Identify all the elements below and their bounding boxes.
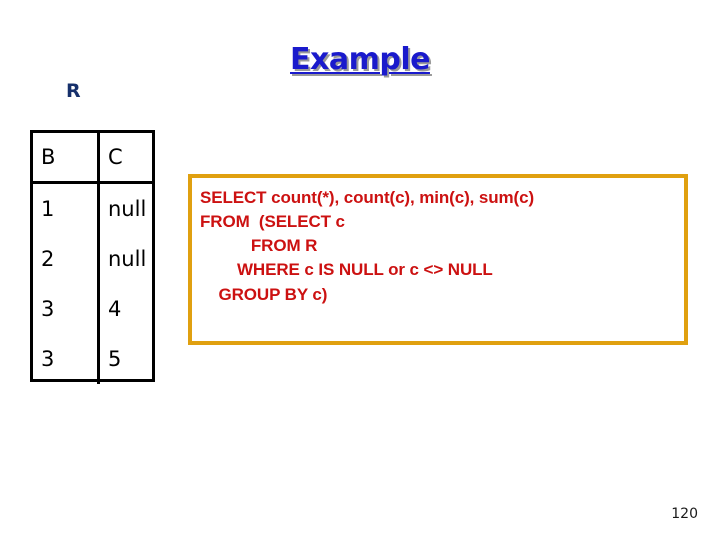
sql-query-text: SELECT count(*), count(c), min(c), sum(c… <box>200 188 535 304</box>
column-header-c: C <box>98 133 152 184</box>
table-row: 3 4 <box>33 284 152 334</box>
table-row: 3 5 <box>33 334 152 384</box>
relation-table-grid: B C 1 null 2 null 3 4 3 <box>33 133 152 384</box>
column-header-b: B <box>33 133 100 184</box>
page-title: Example <box>0 42 720 77</box>
relation-table-head: B C <box>33 133 152 184</box>
cell-c: null <box>108 197 147 221</box>
cell-b: 1 <box>33 182 100 234</box>
cell-c: 4 <box>108 297 122 321</box>
table-header-row: B C <box>33 133 152 184</box>
sql-query-box: SELECT count(*), count(c), min(c), sum(c… <box>188 174 688 345</box>
relation-name-label: R <box>66 80 81 102</box>
relation-table-body: 1 null 2 null 3 4 3 5 <box>33 182 152 384</box>
cell-c: null <box>108 247 147 271</box>
cell-b: 3 <box>33 334 100 384</box>
cell-b: 2 <box>33 234 100 284</box>
table-row: 2 null <box>33 234 152 284</box>
cell-b: 3 <box>33 284 100 334</box>
cell-c: 5 <box>108 347 122 371</box>
relation-table: B C 1 null 2 null 3 4 3 <box>30 130 155 384</box>
page-number: 120 <box>671 506 698 522</box>
page-title-text: Example <box>290 42 430 77</box>
table-row: 1 null <box>33 182 152 234</box>
